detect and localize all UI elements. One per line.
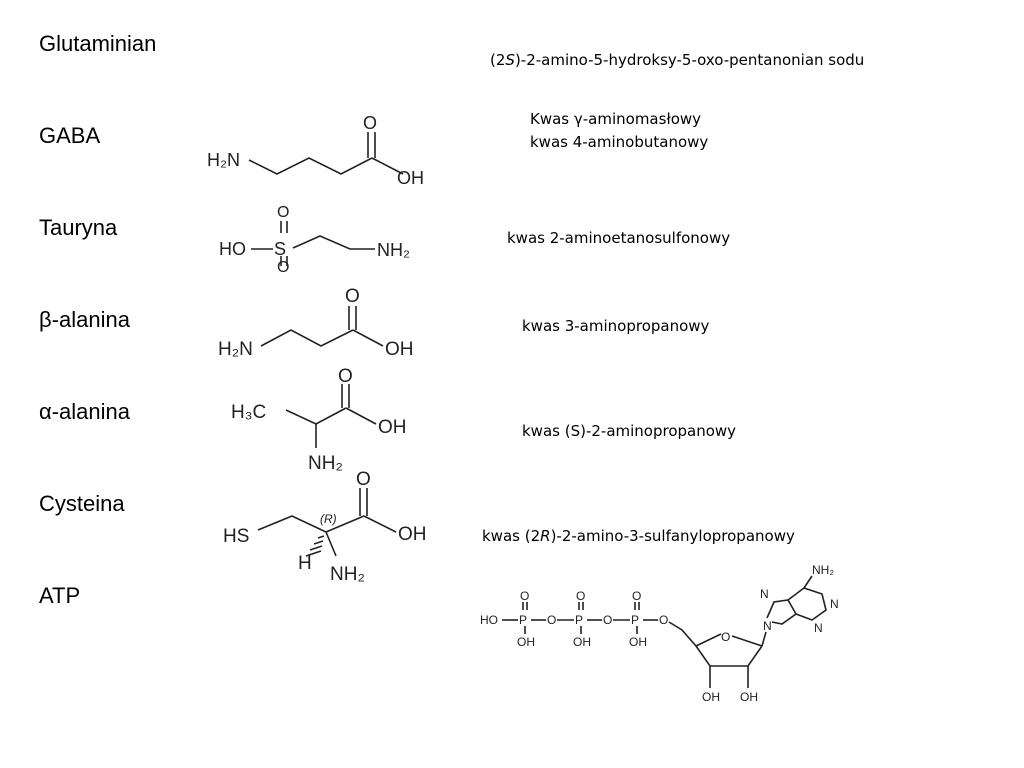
taurine-s-text: S: [274, 239, 286, 259]
beta-alanine-chain-bonds: [260, 329, 354, 347]
atp-ho-text: HO: [480, 613, 498, 627]
atp-ring-o-text: O: [721, 630, 730, 644]
name-beta-alanina: kwas 3-aminopropanowy: [522, 317, 710, 335]
atp-c6-nh2-bond: [803, 575, 813, 589]
cysteine-r-descriptor: (R): [320, 512, 337, 526]
atp-n1-text: N: [830, 597, 839, 611]
cysteine-c-n-bond: [325, 531, 337, 557]
cysteine-structure: HS O OH (R) H NH₂: [223, 469, 427, 585]
cysteine-c-oh-bond: [363, 515, 397, 533]
cysteine-hash-2: [313, 540, 324, 545]
atp-ribose: O OH OH: [695, 630, 767, 704]
atp-n3-text: N: [814, 621, 823, 635]
atp-ribose-c4-o-bond: [695, 633, 722, 647]
beta-alanine-h2n-text: H₂N: [218, 339, 253, 360]
beta-alanine-o-text: O: [345, 286, 360, 307]
beta-alanine-oh-text: OH: [385, 339, 414, 360]
atp-oh-bottom3-text: OH: [629, 635, 647, 649]
alpha-alanine-structure: H₃C O OH NH₂: [231, 366, 407, 474]
label-beta-alanina: β-alanina: [39, 307, 130, 333]
atp-o3-ch2-bond: [668, 621, 697, 647]
atp-o-top3-text: O: [632, 589, 641, 603]
label-atp: ATP: [39, 583, 81, 608]
taurine-nh2-text: NH₂: [377, 240, 410, 260]
cysteine-nh2-text: NH₂: [330, 564, 365, 585]
gaba-chain-bonds: [248, 157, 373, 175]
atp-p2-text: P: [575, 613, 583, 627]
atp-n7-text: N: [760, 587, 769, 601]
label-alpha-alanina: α-alanina: [39, 399, 130, 425]
atp-n9-text: N: [763, 619, 772, 633]
name-glutaminian: (2S)-2-amino-5-hydroksy-5-oxo-pentanonia…: [490, 51, 865, 69]
name-alpha-alanina: kwas (S)-2-aminopropanowy: [522, 422, 737, 440]
taurine-o-top-text: O: [277, 204, 289, 221]
atp-p3-text: P: [631, 613, 639, 627]
alpha-alanine-nh2-text: NH₂: [308, 453, 343, 474]
atp-c1-n9-bond: [761, 631, 767, 647]
alpha-alanina-text: -alanina: [51, 399, 130, 424]
gaba-o-text: O: [363, 113, 377, 133]
name-tauryna: kwas 2-aminoetanosulfonowy: [507, 229, 731, 247]
atp-ribose-ring-bonds: [695, 645, 763, 667]
label-tauryna: Tauryna: [39, 215, 118, 240]
atp-imidazole-ring-bonds: [766, 599, 798, 625]
atp-oh3-text: OH: [702, 690, 720, 704]
name-cysteina: kwas (2R)-2-amino-3-sulfanylopropanowy: [482, 527, 795, 545]
label-glutaminian: Glutaminian: [39, 31, 157, 56]
beta-alanina-text: -alanina: [51, 307, 130, 332]
cysteine-hs-text: HS: [223, 526, 249, 547]
gaba-structure: H₂N O OH: [207, 113, 424, 188]
alpha-alanine-oh-text: OH: [378, 417, 407, 438]
alpha-alanine-backbone-bonds: [285, 407, 347, 425]
name-gaba: Kwas γ-aminomasłowy kwas 4-aminobutanowy: [530, 108, 708, 154]
atp-structure: HO P O OH O P O OH O P O OH O O OH: [480, 563, 839, 704]
taurine-chain-bonds: [292, 235, 375, 250]
gaba-h2n-text: H₂N: [207, 150, 240, 170]
alpha-alanine-h3c-text: H₃C: [231, 402, 266, 423]
label-gaba: GABA: [39, 123, 101, 148]
cysteine-backbone-bonds: [257, 515, 365, 533]
cysteine-hash-3: [309, 545, 323, 551]
taurine-ho-text: HO: [219, 239, 246, 259]
atp-o-bridge2-text: O: [603, 613, 612, 627]
alpha-alanine-c-oh-bond: [345, 407, 377, 425]
atp-adenine: N N N N NH₂: [760, 563, 839, 635]
atp-o-top1-text: O: [520, 589, 529, 603]
atp-oh2-text: OH: [740, 690, 758, 704]
cysteine-hash-4: [305, 550, 322, 557]
alpha-symbol: α: [39, 399, 52, 424]
cysteine-hash-1: [317, 535, 325, 539]
cysteine-o-text: O: [356, 469, 371, 490]
atp-o-bridge1-text: O: [547, 613, 556, 627]
atp-nh2-text: NH₂: [812, 563, 834, 577]
atp-pyrimidine-ring-bonds: [787, 587, 827, 621]
taurine-o-bottom-text: O: [277, 259, 289, 276]
atp-o-bridge3-text: O: [659, 613, 668, 627]
taurine-structure: HO S O O NH₂: [219, 204, 410, 276]
atp-ribose-o-c1-bond: [731, 635, 763, 647]
cysteine-oh-text: OH: [398, 524, 427, 545]
gaba-oh-text: OH: [397, 168, 424, 188]
name-gaba-line1: Kwas γ-aminomasłowy: [530, 110, 702, 128]
atp-triphosphate: HO P O OH O P O OH O P O OH O: [480, 589, 697, 649]
beta-alanine-structure: H₂N O OH: [218, 286, 414, 360]
beta-symbol: β: [39, 307, 52, 332]
atp-oh-bottom1-text: OH: [517, 635, 535, 649]
atp-o-top2-text: O: [576, 589, 585, 603]
gaba-c-oh-bond: [371, 157, 404, 175]
beta-alanine-c-oh-bond: [352, 329, 384, 347]
cysteine-h-text: H: [298, 553, 312, 574]
label-cysteina: Cysteina: [39, 491, 125, 516]
name-gaba-line2: kwas 4-aminobutanowy: [530, 133, 709, 151]
alpha-alanine-o-text: O: [338, 366, 353, 387]
atp-oh-bottom2-text: OH: [573, 635, 591, 649]
atp-p1-text: P: [519, 613, 527, 627]
